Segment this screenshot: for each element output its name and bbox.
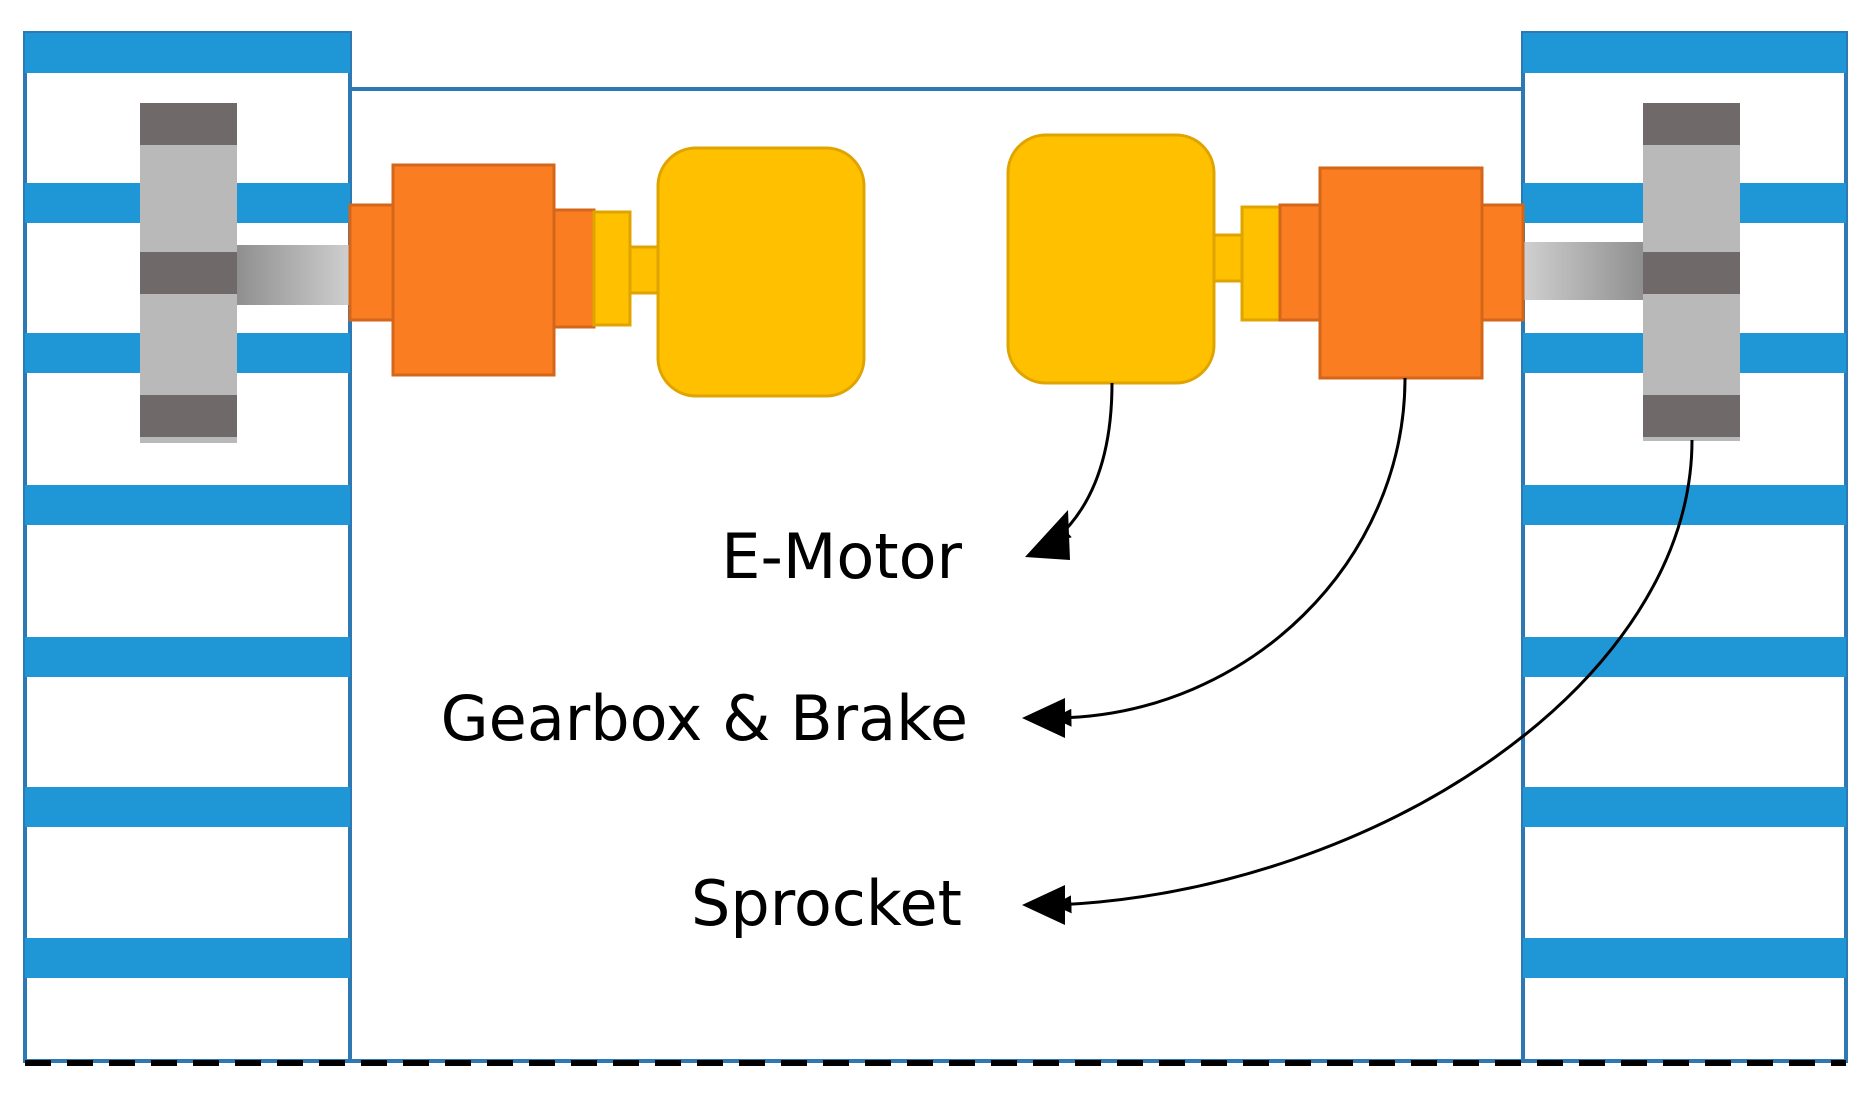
sprocket-callout-arrow bbox=[1053, 439, 1694, 914]
left-brake-flange bbox=[552, 208, 596, 329]
right-gearbox-flange-outer bbox=[1480, 203, 1525, 322]
gearbox-brake-callout-arrow bbox=[1053, 377, 1407, 727]
left-sprocket bbox=[140, 103, 350, 443]
left-gearbox-flange-outer bbox=[348, 203, 395, 322]
left-coupling bbox=[592, 210, 632, 327]
gearbox-brake-label: Gearbox & Brake bbox=[441, 682, 968, 755]
right-brake-flange bbox=[1278, 203, 1322, 322]
left-gearbox-housing bbox=[391, 163, 556, 377]
right-sprocket bbox=[1523, 103, 1740, 441]
right-motor-shaft bbox=[1212, 233, 1244, 283]
left-motor-shaft bbox=[628, 245, 660, 295]
left-sprocket-tooth bbox=[140, 395, 237, 437]
right-track-link bbox=[1523, 33, 1846, 73]
left-track-link bbox=[25, 33, 350, 73]
sprocket-label: Sprocket bbox=[691, 867, 962, 940]
right-sprocket-tooth bbox=[1643, 395, 1740, 437]
right-coupling bbox=[1240, 205, 1282, 322]
left-sprocket-tooth bbox=[140, 252, 237, 294]
right-gearbox-brake bbox=[1212, 166, 1525, 380]
sprocket-arrowhead bbox=[1022, 885, 1065, 925]
right-e-motor bbox=[1006, 133, 1216, 385]
right-drive-shaft bbox=[1523, 242, 1643, 300]
right-sprocket-tooth bbox=[1643, 103, 1740, 145]
left-drive-shaft bbox=[237, 245, 350, 305]
left-track-link bbox=[25, 938, 350, 978]
emotor-arrowhead bbox=[1025, 510, 1070, 560]
gearbox-brake-arrowhead bbox=[1022, 698, 1065, 738]
left-track-link bbox=[25, 485, 350, 525]
left-e-motor bbox=[656, 146, 866, 398]
emotor-label: E-Motor bbox=[721, 520, 962, 593]
right-track-link bbox=[1523, 637, 1846, 677]
left-sprocket-tooth bbox=[140, 103, 237, 145]
left-gearbox-brake bbox=[348, 163, 660, 377]
left-track-link bbox=[25, 787, 350, 827]
right-gearbox-housing bbox=[1318, 166, 1484, 380]
right-sprocket-tooth bbox=[1643, 252, 1740, 294]
right-track-link bbox=[1523, 787, 1846, 827]
left-track-link bbox=[25, 637, 350, 677]
right-track-link bbox=[1523, 938, 1846, 978]
